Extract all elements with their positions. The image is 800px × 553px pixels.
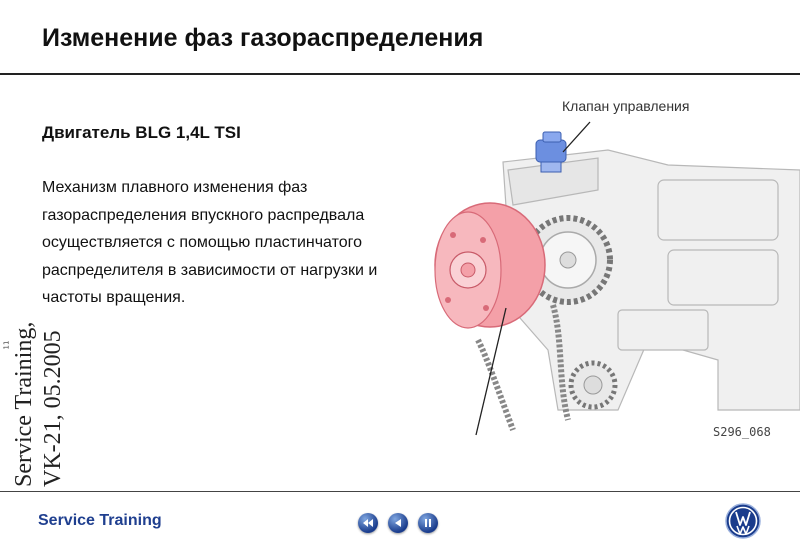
camshaft-phaser [434,202,546,329]
control-valve [535,131,567,173]
back-icon[interactable] [388,513,408,533]
slide-navigation [358,513,438,533]
description-text: Механизм плавного изменения фаз газорасп… [42,179,378,306]
vw-logo [725,503,761,539]
bottom-divider [0,491,800,492]
crank-sprocket [568,360,618,410]
engine-heading: Двигатель BLG 1,4L TSI [42,123,241,142]
phaser-callout-line [475,307,507,436]
pause-icon[interactable] [418,513,438,533]
footer-label: Service Training [38,512,162,529]
figure-code: S296_068 [713,425,771,439]
chain [475,304,571,432]
valve-callout-line [562,121,591,153]
exhaust-sprocket [523,215,613,305]
top-divider [0,73,800,75]
engine-illustration [434,121,800,436]
side-caption: Service Training, VK-21, 05.2005 [11,321,66,487]
rewind-icon[interactable] [358,513,378,533]
slide-title: Изменение фаз газораспределения [42,24,484,52]
engine-block [502,149,800,411]
callout-control-valve: Клапан управления [562,98,690,114]
